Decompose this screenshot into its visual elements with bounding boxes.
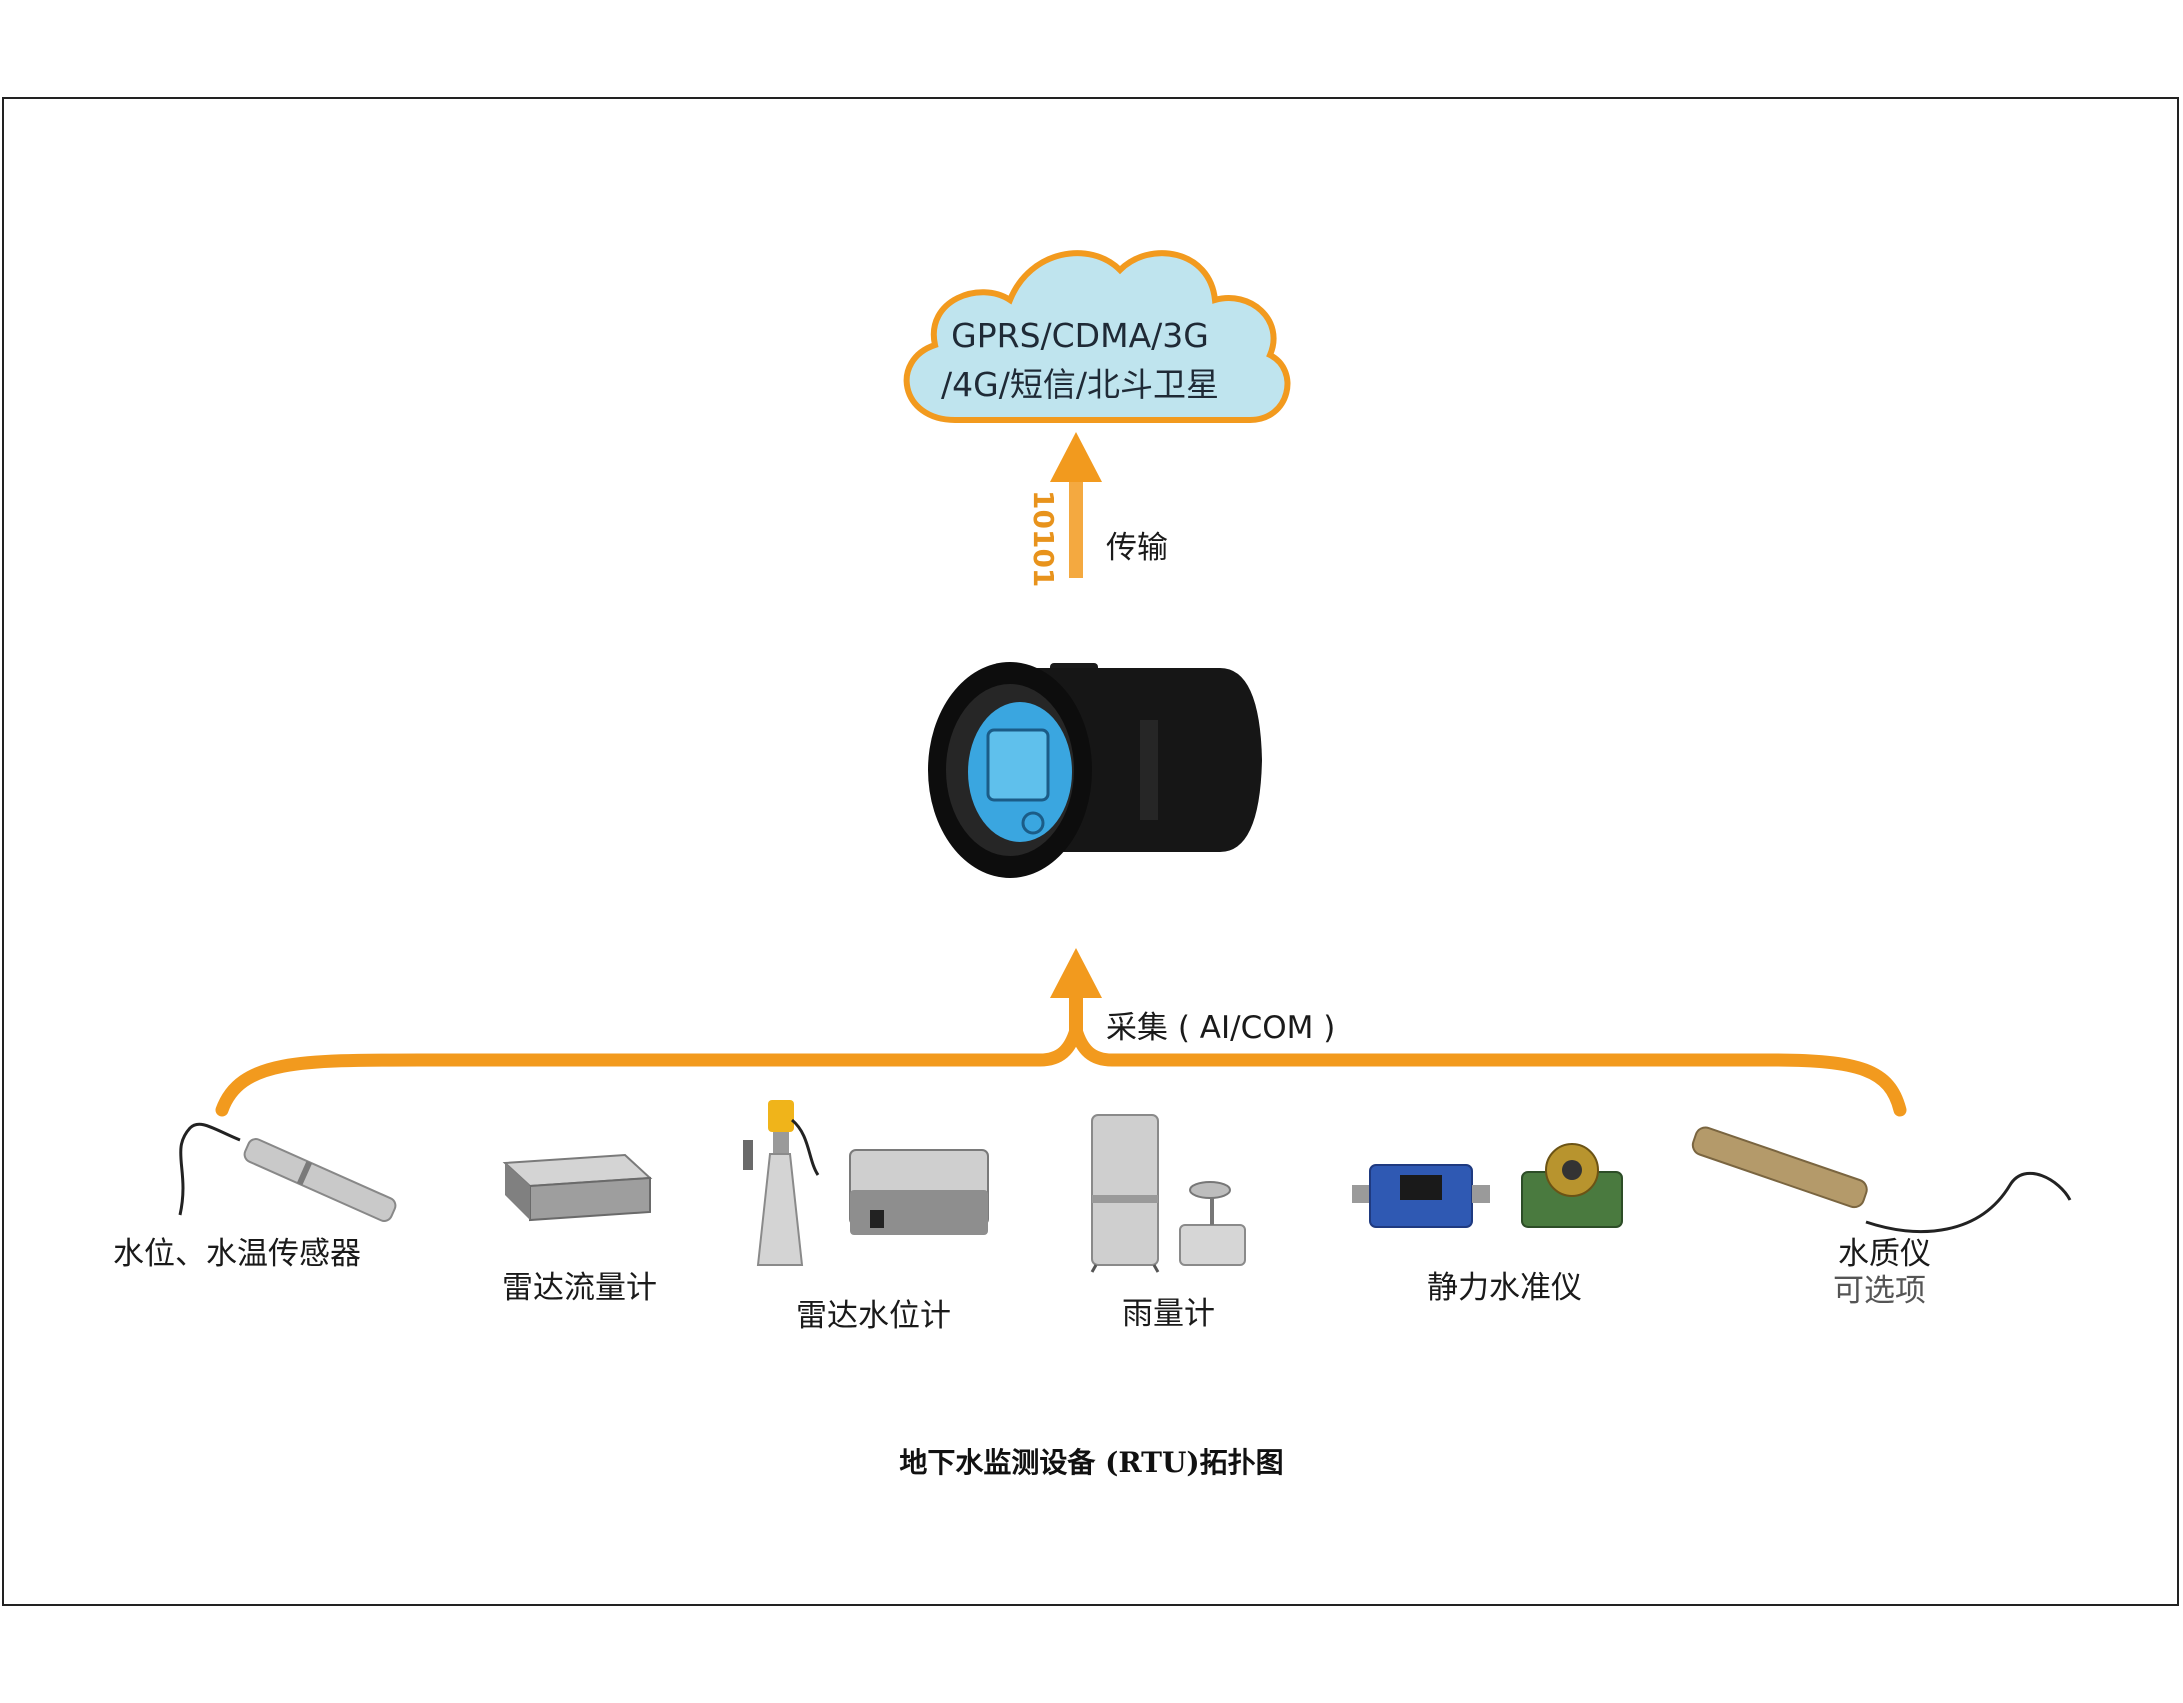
collect-arrow-icon — [215, 948, 1907, 1117]
transmit-arrow-icon — [1050, 432, 1102, 578]
water-level-sensor-icon — [178, 1122, 397, 1222]
transmit-bits: 10101 — [1027, 490, 1060, 588]
device-label-radar-level: 雷达水位计 — [796, 1298, 951, 1334]
device-label-water-quality: 水质仪 — [1838, 1236, 1931, 1272]
static-level-gauge-icon — [1352, 1143, 1623, 1228]
device-label-static-level: 静力水准仪 — [1427, 1270, 1582, 1306]
radar-level-meter-icon — [743, 1100, 989, 1266]
cloud-line-1: GPRS/CDMA/3G — [951, 316, 1209, 355]
diagram-frame — [2, 97, 2179, 1606]
device-note-optional: 可选项 — [1833, 1273, 1926, 1309]
device-label-rain-gauge: 雨量计 — [1122, 1296, 1215, 1332]
device-label-radar-flow: 雷达流量计 — [502, 1270, 657, 1306]
transmit-label: 传输 — [1106, 530, 1168, 566]
diagram-caption: 地下水监测设备 (RTU)拓扑图 — [899, 1446, 1284, 1479]
rain-gauge-icon — [1090, 1114, 1246, 1273]
cloud-line-2: /4G/短信/北斗卫星 — [941, 365, 1219, 404]
radar-flow-meter-icon — [502, 1153, 653, 1222]
cloud-icon — [903, 250, 1291, 423]
water-quality-meter-icon — [1691, 1126, 2072, 1233]
device-label-water-level: 水位、水温传感器 — [113, 1236, 361, 1272]
rtu-device-icon — [928, 662, 1262, 878]
collect-label: 采集 ( AI/COM ) — [1106, 1010, 1336, 1046]
